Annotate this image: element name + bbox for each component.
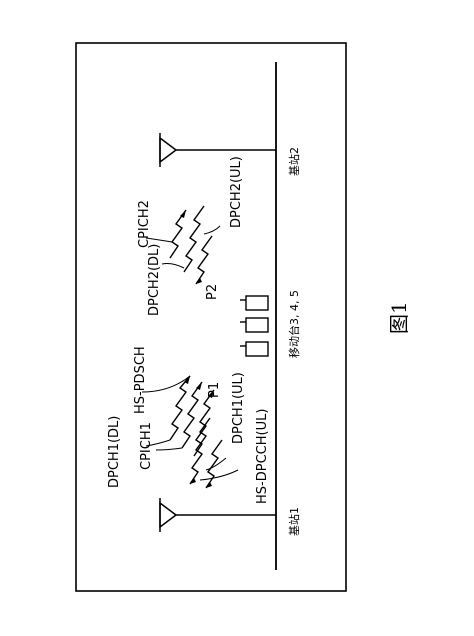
label-dpch1-dl: DPCH1(DL) bbox=[107, 416, 122, 488]
label-mobile-stations: 移动台3, 4, 5 bbox=[287, 290, 301, 358]
label-cpich1: CPICH1 bbox=[139, 422, 154, 470]
bs1-arrowheads bbox=[184, 376, 214, 488]
label-base-station-1: 基站1 bbox=[287, 507, 301, 536]
figure-caption: 图1 bbox=[387, 301, 411, 334]
mobile-station-icons bbox=[240, 295, 269, 357]
label-dpch2-dl: DPCH2(DL) bbox=[147, 244, 162, 316]
bs2-signal-arrows bbox=[169, 205, 213, 285]
figure-frame bbox=[75, 42, 347, 592]
label-hs-pdsch: HS-PDSCH bbox=[133, 346, 148, 414]
bs1-signal-arrows bbox=[169, 375, 223, 489]
label-dpch1-ul: DPCH1(UL) bbox=[231, 372, 246, 444]
antenna-2-icon bbox=[159, 133, 178, 167]
bs2-arrowheads bbox=[180, 210, 202, 284]
diagram-labels: DPCH1(DL) CPICH1 HS-PDSCH P1 DPCH1(UL) H… bbox=[107, 147, 301, 536]
label-p2: P2 bbox=[205, 284, 220, 300]
label-dpch2-ul: DPCH2(UL) bbox=[229, 156, 244, 228]
label-base-station-2: 基站2 bbox=[287, 147, 301, 176]
leader-lines bbox=[141, 225, 239, 481]
label-p1: P1 bbox=[207, 382, 222, 398]
label-hs-dpcch-ul: HS-DPCCH(UL) bbox=[255, 409, 270, 504]
label-cpich2: CPICH2 bbox=[137, 200, 152, 248]
antenna-1-icon bbox=[159, 498, 178, 532]
